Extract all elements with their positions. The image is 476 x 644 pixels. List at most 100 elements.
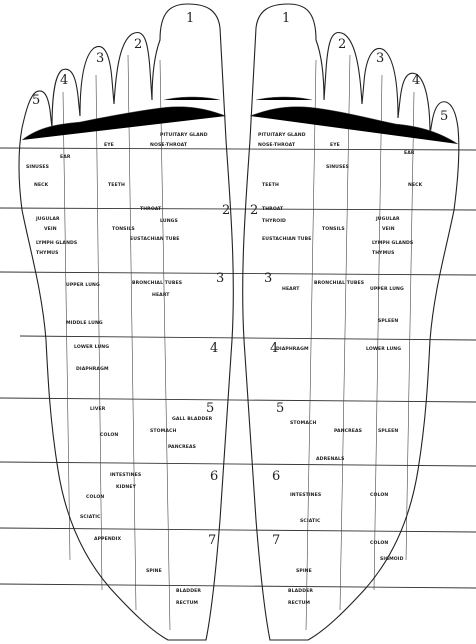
zone-vline-l1 xyxy=(63,92,70,560)
right-toe-zone-labels: PITUITARY GLAND NOSE-THROAT EYE EAR SINU… xyxy=(258,132,423,188)
right-label-colon: COLON xyxy=(370,492,388,498)
right-label-stomach: STOMACH xyxy=(290,420,316,426)
left-label-heart: HEART xyxy=(152,292,170,298)
left-label-colon-upper: COLON xyxy=(100,432,118,438)
right-middle-zone-labels: BRONCHIAL TUBES UPPER LUNG LOWER LUNG HE… xyxy=(276,280,404,352)
right-zone-numbers: 2 3 4 5 6 7 xyxy=(250,203,284,548)
left-label-lower-lung: LOWER LUNG xyxy=(74,344,109,350)
right-zone-number-6: 6 xyxy=(272,469,280,484)
left-lower-zone-labels: LIVER GALL BLADDER COLON STOMACH PANCREA… xyxy=(90,406,213,490)
right-label-colon-heel: COLON xyxy=(370,540,388,546)
right-zone-number-5: 5 xyxy=(276,401,284,416)
right-label-upper-lung: UPPER LUNG xyxy=(370,286,404,292)
right-label-intestines: INTESTINES xyxy=(290,492,321,498)
right-label-bronchial: BRONCHIAL TUBES xyxy=(314,280,364,286)
zone-line-5 xyxy=(0,398,476,402)
left-toe-number-2: 2 xyxy=(134,37,142,52)
left-label-neck: NECK xyxy=(34,182,49,188)
right-label-sinuses: SINUSES xyxy=(326,164,349,170)
right-label-lymph: LYMPH GLANDS xyxy=(372,240,413,246)
zone-line-3 xyxy=(0,272,476,275)
zone-vline-r1 xyxy=(306,60,316,630)
left-label-eye: EYE xyxy=(104,142,114,148)
left-label-ear: EAR xyxy=(60,154,71,160)
left-zone-number-4: 4 xyxy=(210,341,218,356)
zone-line-8 xyxy=(0,584,476,588)
zone-line-2 xyxy=(0,208,476,210)
left-label-gall-bladder: GALL BLADDER xyxy=(172,416,213,422)
left-label-colon-heel: COLON xyxy=(86,494,104,500)
left-label-bladder: BLADDER xyxy=(176,588,201,594)
right-label-eustachian: EUSTACHIAN TUBE xyxy=(262,236,311,242)
zone-line-7 xyxy=(0,528,476,532)
zone-line-4 xyxy=(20,336,476,340)
left-zone-number-7: 7 xyxy=(208,533,216,548)
left-toe-number-1: 1 xyxy=(186,11,194,26)
right-label-teeth: TEETH xyxy=(262,182,279,188)
right-zone-number-7: 7 xyxy=(272,533,280,548)
left-label-upper-lung: UPPER LUNG xyxy=(66,282,100,288)
left-toe-number-5: 5 xyxy=(32,93,40,108)
right-label-rectum: RECTUM xyxy=(288,600,310,606)
right-label-sigmoid: SIGMOID xyxy=(380,556,404,562)
right-big-toe-crease xyxy=(256,97,312,100)
left-label-thymus: THYMUS xyxy=(36,250,59,256)
left-toe-zone-labels: PITUITARY GLAND NOSE-THROAT EYE EAR SINU… xyxy=(26,132,208,188)
right-label-adrenals: ADRENALS xyxy=(316,456,344,462)
left-label-pancreas: PANCREAS xyxy=(168,444,196,450)
left-label-middle-lung: MIDDLE LUNG xyxy=(66,320,103,326)
left-heel-zone-labels: COLON APPENDIX SCIATIC BLADDER RECTUM SP… xyxy=(80,494,201,606)
left-label-stomach: STOMACH xyxy=(150,428,176,434)
right-label-heart: HEART xyxy=(282,286,300,292)
left-foot xyxy=(19,4,233,640)
right-label-spleen: SPLEEN xyxy=(378,428,398,434)
left-label-liver: LIVER xyxy=(90,406,106,412)
right-label-thymus: THYMUS xyxy=(372,250,395,256)
right-label-jugular: JUGULAR xyxy=(375,216,400,222)
left-label-lungs: LUNGS xyxy=(160,218,178,224)
left-label-spine: SPINE xyxy=(146,568,162,574)
right-label-spleen-mid: SPLEEN xyxy=(378,318,398,324)
right-toe-bases xyxy=(250,107,458,144)
left-label-jugular: JUGULAR xyxy=(35,216,60,222)
left-label-diaphragm: DIAPHRAGM xyxy=(76,366,109,372)
right-label-tonsils: TONSILS xyxy=(322,226,345,232)
zone-vline-r2 xyxy=(340,55,350,610)
zone-vline-l3 xyxy=(128,55,136,610)
left-label-teeth: TEETH xyxy=(108,182,125,188)
left-big-toe-crease xyxy=(164,97,220,100)
right-label-ear: EAR xyxy=(404,150,415,156)
left-label-sciatic: SCIATIC xyxy=(80,514,101,520)
right-label-nose-throat: NOSE-THROAT xyxy=(258,142,296,148)
right-label-sciatic: SCIATIC xyxy=(300,518,321,524)
right-label-diaphragm: DIAPHRAGM xyxy=(276,346,309,352)
left-zone-number-5: 5 xyxy=(206,401,214,416)
left-zone-number-3: 3 xyxy=(216,271,224,286)
right-label-neck: NECK xyxy=(408,182,423,188)
right-upper-zone-labels: THROAT LYMPH GLANDS JUGULAR VEIN TONSILS… xyxy=(262,206,413,256)
right-label-thyroid: THYROID xyxy=(262,218,286,224)
zone-vline-l2 xyxy=(96,75,102,590)
left-label-eustachian: EUSTACHIAN TUBE xyxy=(130,236,179,242)
left-label-throat: THROAT xyxy=(140,206,162,212)
right-label-throat: THROAT xyxy=(262,206,284,212)
left-label-sinuses: SINUSES xyxy=(26,164,49,170)
left-toe-number-4: 4 xyxy=(60,73,68,88)
left-label-appendix: APPENDIX xyxy=(94,536,121,542)
left-label-vein: VEIN xyxy=(44,226,57,232)
left-zone-numbers: 2 3 4 5 6 7 xyxy=(206,203,230,548)
left-label-tonsils: TONSILS xyxy=(112,226,135,232)
left-label-nose-throat: NOSE-THROAT xyxy=(150,142,188,148)
right-zone-number-3: 3 xyxy=(264,271,272,286)
right-label-lower-lung: LOWER LUNG xyxy=(366,346,401,352)
left-zone-number-6: 6 xyxy=(210,469,218,484)
left-toe-number-3: 3 xyxy=(96,51,104,66)
zone-line-1 xyxy=(0,148,476,150)
zone-vline-r3 xyxy=(374,75,382,590)
right-zone-number-2: 2 xyxy=(250,203,258,218)
zone-vline-r4 xyxy=(406,92,414,560)
right-label-pituitary: PITUITARY GLAND xyxy=(258,132,306,138)
left-label-rectum: RECTUM xyxy=(176,600,198,606)
right-label-bladder: BLADDER xyxy=(288,588,313,594)
left-zone-number-2: 2 xyxy=(222,203,230,218)
